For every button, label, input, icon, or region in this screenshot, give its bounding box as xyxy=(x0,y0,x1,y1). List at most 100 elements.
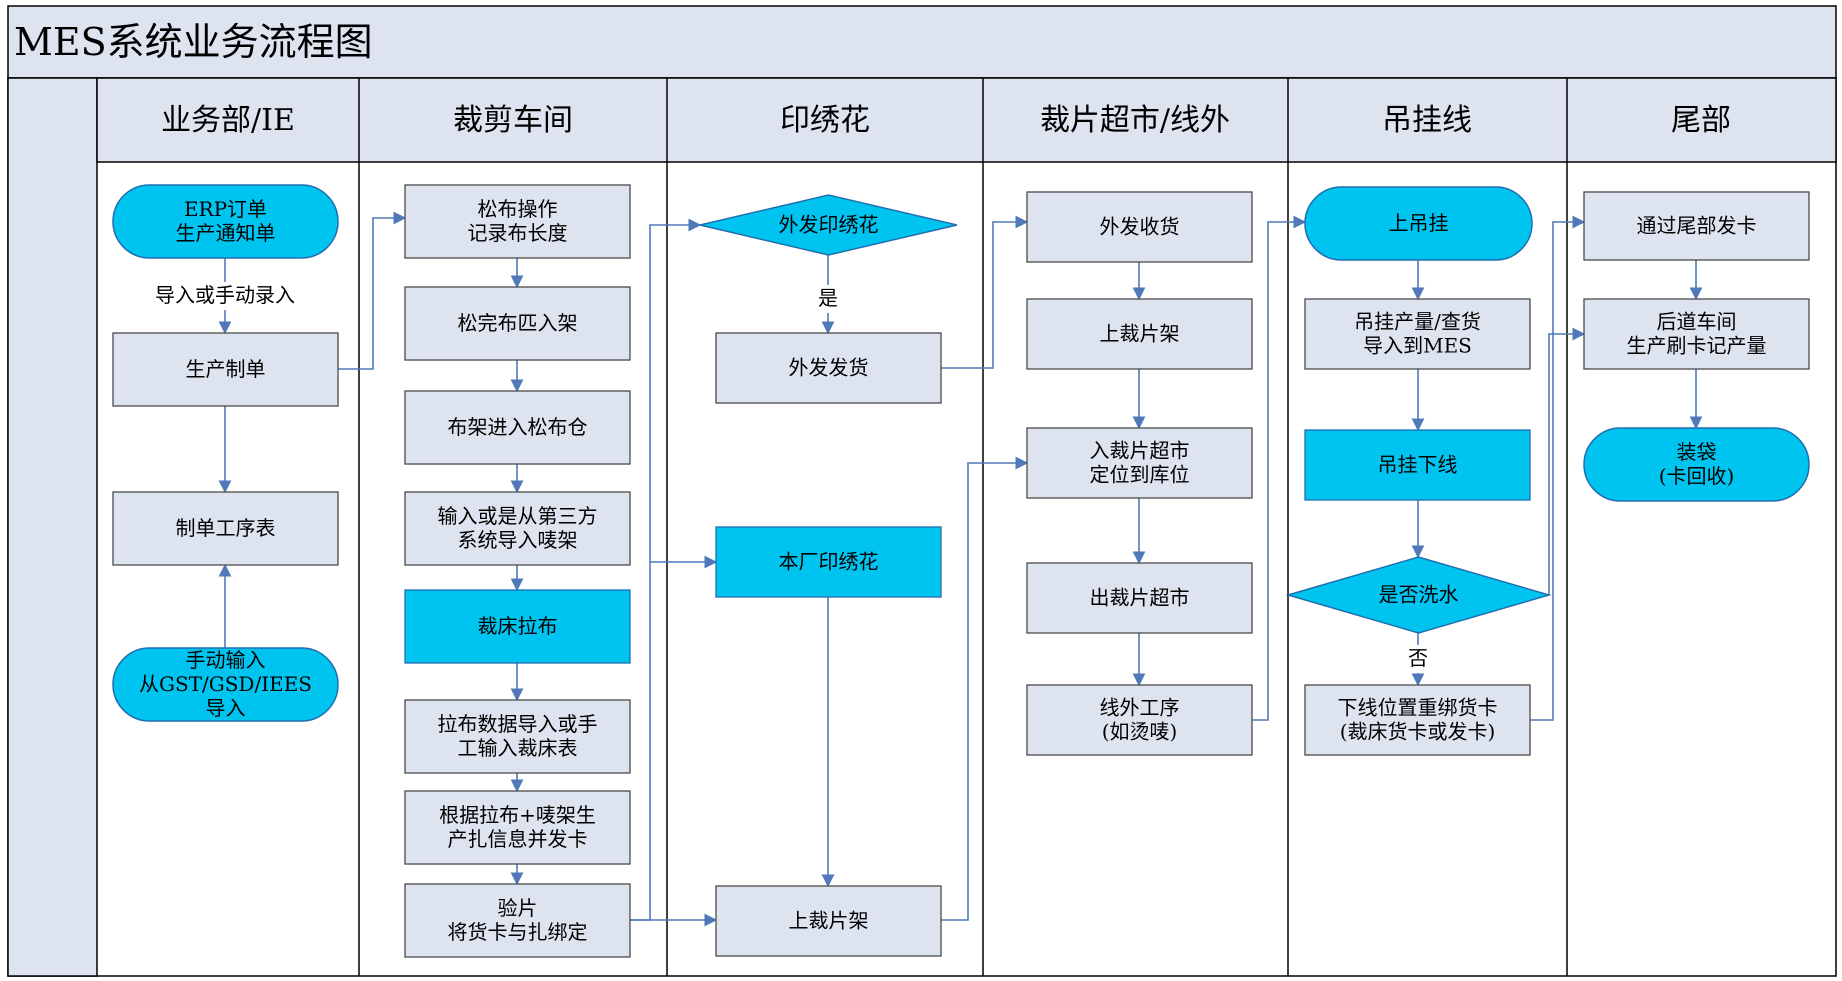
node-outsource_ship: 外发发货 xyxy=(715,332,942,404)
node-bagging: 装袋(卡回收) xyxy=(1583,427,1810,502)
node-label-spread: 裁床拉布 xyxy=(478,614,558,638)
process-shape xyxy=(1304,429,1531,501)
node-label-bundle: 根据拉布+唛架生 xyxy=(439,803,596,827)
node-market_rack: 上裁片架 xyxy=(1026,298,1253,370)
process-shape xyxy=(1583,298,1810,370)
process-shape xyxy=(715,332,942,404)
node-route_table: 制单工序表 xyxy=(112,491,339,566)
terminator-shape xyxy=(1583,427,1810,502)
node-label-inspect: 验片 xyxy=(498,896,538,920)
node-label-rebind: 下线位置重绑货卡 xyxy=(1338,696,1498,720)
node-label-rebind: (裁床货卡或发卡) xyxy=(1340,720,1496,744)
node-label-bagging: 装袋 xyxy=(1677,440,1717,464)
node-label-hang_off: 吊挂下线 xyxy=(1378,453,1458,477)
node-label-spread_data: 拉布数据导入或手 xyxy=(438,712,598,736)
node-label-market_out: 出裁片超市 xyxy=(1090,586,1190,610)
process-shape xyxy=(1304,684,1531,756)
node-label-market_in: 定位到库位 xyxy=(1090,463,1190,487)
process-shape xyxy=(404,390,631,465)
process-shape xyxy=(404,883,631,958)
connector-print_rack-to-market_in xyxy=(941,456,1029,921)
connector-label-bg xyxy=(813,285,843,313)
node-offline_proc: 线外工序(如烫唛) xyxy=(1026,684,1253,756)
connector-wash_q-to-back_workshop xyxy=(1548,327,1586,595)
node-label-market_in: 入裁片超市 xyxy=(1090,439,1190,463)
process-shape xyxy=(715,526,942,598)
connector-offline_proc-to-hang_on xyxy=(1252,215,1307,721)
node-label-hang_output: 吊挂产量/查货 xyxy=(1354,310,1481,334)
process-shape xyxy=(404,699,631,774)
connector-label-bg xyxy=(1403,645,1433,673)
diagram-title: MES系统业务流程图 xyxy=(14,20,373,64)
node-label-spread_data: 工输入裁床表 xyxy=(458,736,578,760)
lane-title-print: 印绣花 xyxy=(780,103,870,138)
terminator-shape xyxy=(112,647,339,722)
connector-label-bg xyxy=(144,282,306,310)
process-shape xyxy=(112,332,339,407)
process-shape xyxy=(1026,298,1253,370)
node-rebind: 下线位置重绑货卡(裁床货卡或发卡) xyxy=(1304,684,1531,756)
flow-nodes: ERP订单生产通知单生产制单制单工序表手动输入从GST/GSD/IEES导入松布… xyxy=(112,184,1810,958)
node-spread: 裁床拉布 xyxy=(404,589,631,664)
node-label-outsource_ship: 外发发货 xyxy=(789,356,869,380)
node-label-inhouse_print: 本厂印绣花 xyxy=(779,550,879,574)
process-shape xyxy=(404,589,631,664)
node-print_rack: 上裁片架 xyxy=(715,885,942,957)
flow-connector-labels: 导入或手动录入是否 xyxy=(144,282,1433,673)
decision-shape xyxy=(1285,556,1552,634)
node-label-inspect: 将货卡与扎绑定 xyxy=(448,920,588,944)
node-label-wash_q: 是否洗水 xyxy=(1379,583,1459,607)
process-shape xyxy=(112,491,339,566)
node-label-manual_import: 手动输入 xyxy=(186,648,266,672)
lane-dividers xyxy=(358,78,1568,976)
lane-header-band xyxy=(96,77,1837,163)
node-label-hang_output: 导入到MES xyxy=(1363,334,1472,358)
process-shape xyxy=(1026,684,1253,756)
node-inhouse_print: 本厂印绣花 xyxy=(715,526,942,598)
node-label-bundle: 产扎信息并发卡 xyxy=(448,827,588,851)
process-shape xyxy=(715,885,942,957)
node-label-marker_input: 系统导入唛架 xyxy=(458,528,578,552)
node-label-bagging: (卡回收) xyxy=(1659,464,1735,488)
node-label-outsource_q: 外发印绣花 xyxy=(779,213,879,237)
node-tail_card: 通过尾部发卡 xyxy=(1583,191,1810,261)
node-label-erp: 生产通知单 xyxy=(176,221,276,245)
lane-title-market: 裁片超市/线外 xyxy=(1040,103,1230,138)
process-shape xyxy=(404,286,631,361)
connector-label-erp-to-make_order: 导入或手动录入 xyxy=(155,283,295,307)
node-label-marker_input: 输入或是从第三方 xyxy=(438,504,598,528)
connector-outsource_ship-to-receive xyxy=(941,215,1029,369)
node-outsource_q: 外发印绣花 xyxy=(699,194,958,256)
connector-label-wash_q-to-rebind: 否 xyxy=(1408,646,1428,670)
node-label-manual_import: 导入 xyxy=(206,696,246,720)
node-label-print_rack: 上裁片架 xyxy=(789,909,869,933)
title-bar xyxy=(7,5,1837,79)
node-hang_off: 吊挂下线 xyxy=(1304,429,1531,501)
lane-title-hang: 吊挂线 xyxy=(1382,103,1472,138)
node-receive: 外发收货 xyxy=(1026,191,1253,263)
node-label-receive: 外发收货 xyxy=(1100,215,1180,239)
node-label-loosen: 松布操作 xyxy=(478,197,558,221)
lane-title-cut: 裁剪车间 xyxy=(453,103,573,138)
node-label-offline_proc: (如烫唛) xyxy=(1102,720,1178,744)
node-label-tail_card: 通过尾部发卡 xyxy=(1637,214,1757,238)
process-shape xyxy=(1026,191,1253,263)
process-shape xyxy=(1026,427,1253,499)
process-shape xyxy=(1304,298,1531,370)
node-label-route_table: 制单工序表 xyxy=(176,516,276,540)
node-rack_in: 松完布匹入架 xyxy=(404,286,631,361)
lane-titles: 业务部/IE 裁剪车间 印绣花 裁片超市/线外 吊挂线 尾部 xyxy=(161,103,1731,138)
decision-shape xyxy=(699,194,958,256)
node-label-offline_proc: 线外工序 xyxy=(1100,696,1180,720)
process-shape xyxy=(404,491,631,566)
node-wash_q: 是否洗水 xyxy=(1285,556,1552,634)
node-label-rack_store: 布架进入松布仓 xyxy=(448,415,588,439)
